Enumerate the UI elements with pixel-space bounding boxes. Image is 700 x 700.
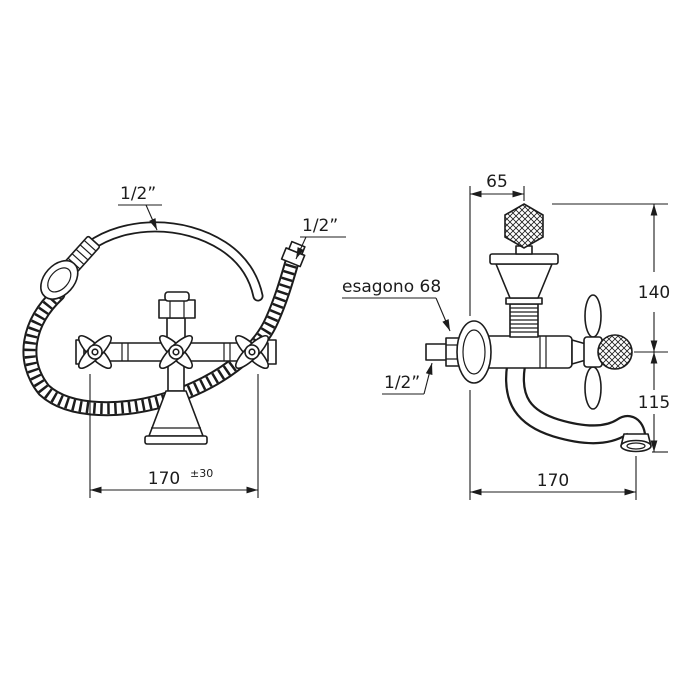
dim-lower-height: 115: [638, 352, 670, 453]
label-front-hose-union: 1/2”: [295, 216, 346, 260]
handle-lobe-up: [584, 294, 602, 338]
mixer-body-side: [477, 335, 573, 369]
depth-text: 65: [486, 172, 508, 192]
hex-label-text: esagono 68: [342, 277, 441, 297]
dim-upper-height: 140: [552, 203, 670, 353]
leader-line: [145, 204, 158, 231]
leader-line: [423, 362, 433, 395]
label-inlet-size: 1/2”: [382, 362, 433, 395]
side-view: esagono 68 1/2” 65 140: [342, 172, 670, 500]
front-hose-size-text: 1/2”: [120, 184, 156, 204]
knurl-disc: [597, 334, 633, 370]
handshower: [40, 235, 101, 300]
diverter-bell: [495, 263, 553, 299]
wall-flange: [456, 320, 492, 384]
wall-inlet: [425, 337, 463, 367]
front-view: 1/2” 1/2” 170 ±30: [22, 184, 346, 498]
front-union-size-text: 1/2”: [302, 216, 338, 236]
leader-line: [435, 297, 451, 332]
shower-hose: [22, 254, 300, 417]
lower-height-text: 115: [638, 393, 670, 413]
handle-lobe-down: [584, 366, 602, 410]
dim-depth: 65: [469, 172, 525, 316]
diverter-knob: [504, 203, 544, 249]
spout-reach-text: 170: [537, 471, 569, 491]
upper-height-text: 140: [638, 283, 670, 303]
center-column: [158, 291, 196, 344]
leader-line: [295, 236, 307, 260]
handle-side: [571, 294, 633, 410]
diverter: [489, 203, 559, 338]
front-width-tolerance-text: ±30: [190, 467, 213, 480]
label-front-handshower-hose: 1/2”: [118, 184, 162, 231]
spout-side: [505, 356, 652, 453]
label-hex: esagono 68: [342, 277, 451, 332]
dim-spout-reach: 170: [469, 390, 637, 500]
inlet-size-text: 1/2”: [384, 373, 420, 393]
spout-bell-front: [144, 360, 208, 445]
front-width-text: 170: [148, 469, 180, 489]
inlet-pipe: [425, 343, 449, 361]
dim-front-width: 170 ±30: [89, 374, 259, 498]
hose-arc: [84, 221, 264, 302]
